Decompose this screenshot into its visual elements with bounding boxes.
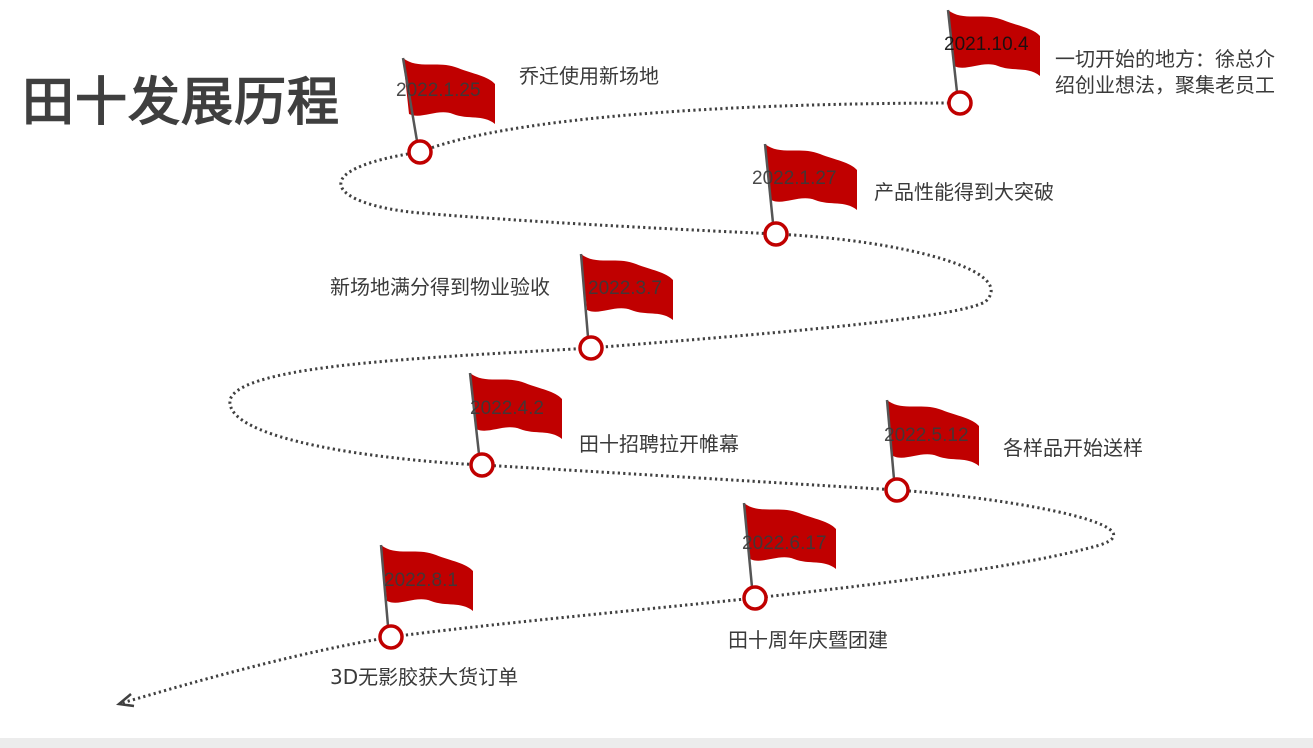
milestone-marker-icon — [947, 90, 973, 116]
flag-icon — [581, 254, 673, 320]
milestone-date: 2022.4.2 — [470, 398, 544, 419]
flag-pole — [763, 143, 775, 224]
page-title: 田十发展历程 — [22, 73, 341, 133]
flag-icon — [470, 373, 562, 439]
flag-pole — [946, 9, 959, 93]
milestone-marker-icon — [378, 624, 404, 650]
milestone-description: 田十周年庆暨团建 — [728, 628, 888, 652]
flag-pole — [401, 57, 419, 142]
milestone-5 — [884, 399, 979, 503]
milestone-marker-icon — [884, 477, 910, 503]
milestone-marker-icon — [469, 452, 495, 478]
milestone-0 — [946, 9, 1040, 116]
arrow-head — [116, 693, 135, 708]
milestone-description: 乔迁使用新场地 — [519, 64, 659, 88]
milestone-marker-icon — [578, 335, 604, 361]
milestone-date: 2022.1.27 — [752, 168, 837, 189]
flag-pole — [885, 399, 896, 480]
milestone-date: 2022.1.25 — [396, 80, 481, 101]
flag-icon — [948, 10, 1040, 76]
milestone-description: 田十招聘拉开帷幕 — [579, 432, 739, 456]
milestone-date: 2021.10.4 — [944, 34, 1029, 55]
milestone-3 — [578, 253, 673, 361]
bottom-band — [0, 738, 1313, 748]
milestone-date: 2022.3.7 — [588, 278, 662, 299]
milestone-marker-icon — [407, 139, 433, 165]
milestone-description: 产品性能得到大突破 — [874, 180, 1054, 204]
flag-icon — [765, 144, 857, 210]
milestone-marker-icon — [763, 221, 789, 247]
milestone-description: 3D无影胶获大货订单 — [330, 665, 519, 689]
flag-icon — [744, 503, 836, 569]
flag-pole — [379, 544, 390, 627]
milestone-description: 各样品开始送样 — [1003, 436, 1143, 460]
flag-pole — [468, 372, 481, 455]
milestone-4 — [468, 372, 562, 478]
milestone-marker-icon — [742, 585, 768, 611]
milestone-description: 一切开始的地方：徐总介绍创业想法，聚集老员工 — [1055, 47, 1275, 97]
milestone-7 — [378, 544, 473, 650]
milestone-date: 2022.5.12 — [884, 425, 969, 446]
flag-pole — [742, 502, 754, 588]
milestone-description: 新场地满分得到物业验收 — [330, 275, 550, 299]
flag-pole — [579, 253, 590, 338]
milestone-6 — [742, 502, 836, 611]
flag-icon — [381, 545, 473, 611]
flag-icon — [403, 58, 495, 124]
milestone-date: 2022.6.17 — [742, 533, 827, 554]
milestone-2 — [763, 143, 857, 247]
milestone-date: 2022.8.1 — [384, 570, 458, 591]
flag-icon — [887, 400, 979, 466]
milestone-1 — [401, 57, 495, 165]
